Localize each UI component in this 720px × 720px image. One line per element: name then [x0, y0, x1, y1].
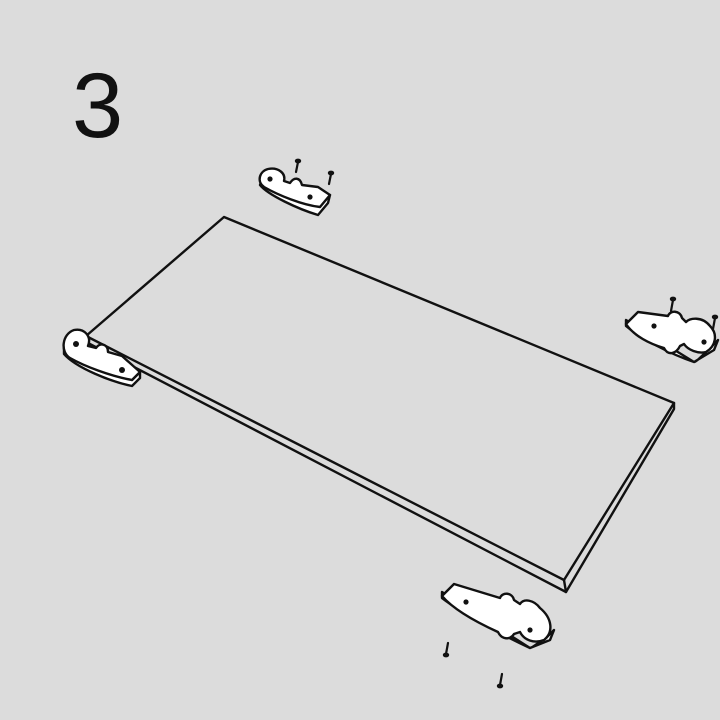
bracket-front-left	[62, 328, 142, 388]
bracket-back-left	[258, 167, 332, 217]
panel-corner-edge	[562, 578, 568, 594]
screw	[327, 170, 335, 186]
screw	[496, 672, 504, 689]
screw	[442, 641, 450, 658]
bracket-back-right	[624, 310, 720, 364]
bracket-front-right	[440, 582, 556, 650]
panel-top-face	[84, 215, 676, 582]
panel-front-edge	[84, 334, 676, 594]
screw	[711, 314, 719, 331]
screw	[294, 158, 302, 174]
step-number: 3	[72, 55, 124, 157]
shelf-panel	[84, 215, 676, 594]
screw	[669, 296, 677, 313]
